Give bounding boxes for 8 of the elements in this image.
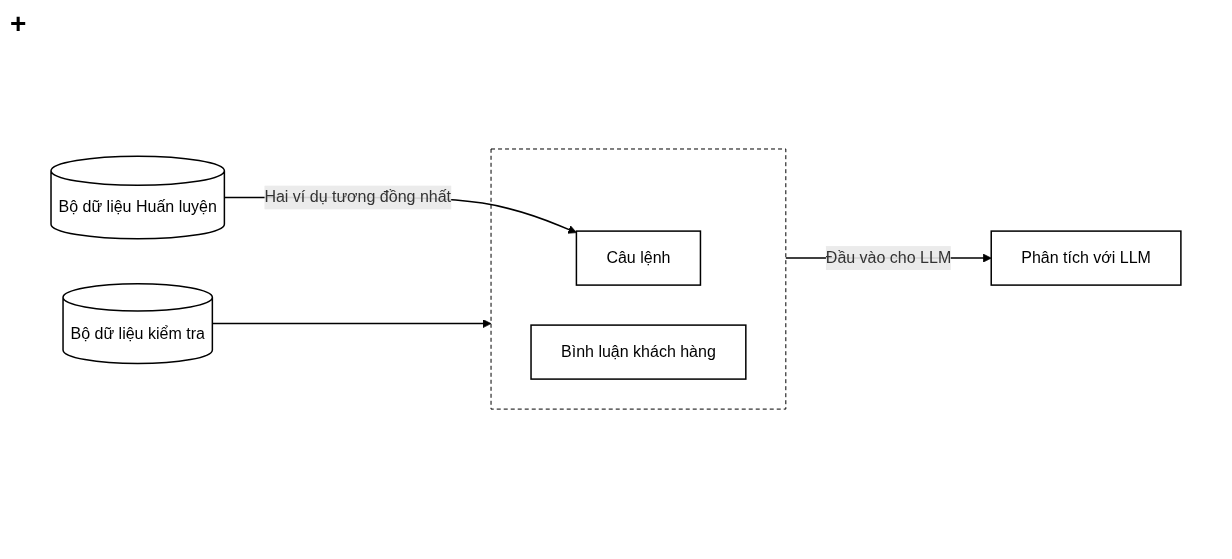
cluster <box>490 148 787 411</box>
arrow <box>211 319 492 329</box>
edge-label: Đầu vào cho LLM <box>825 249 952 267</box>
edge-label: Hai ví dụ tương đồng nhất <box>264 188 452 206</box>
plus-sign: + <box>10 8 27 39</box>
node-box: Bình luận khách hàng <box>530 324 747 381</box>
node-box: Phân tích với LLM <box>990 230 1182 287</box>
node-box: Câu lệnh <box>575 230 702 287</box>
